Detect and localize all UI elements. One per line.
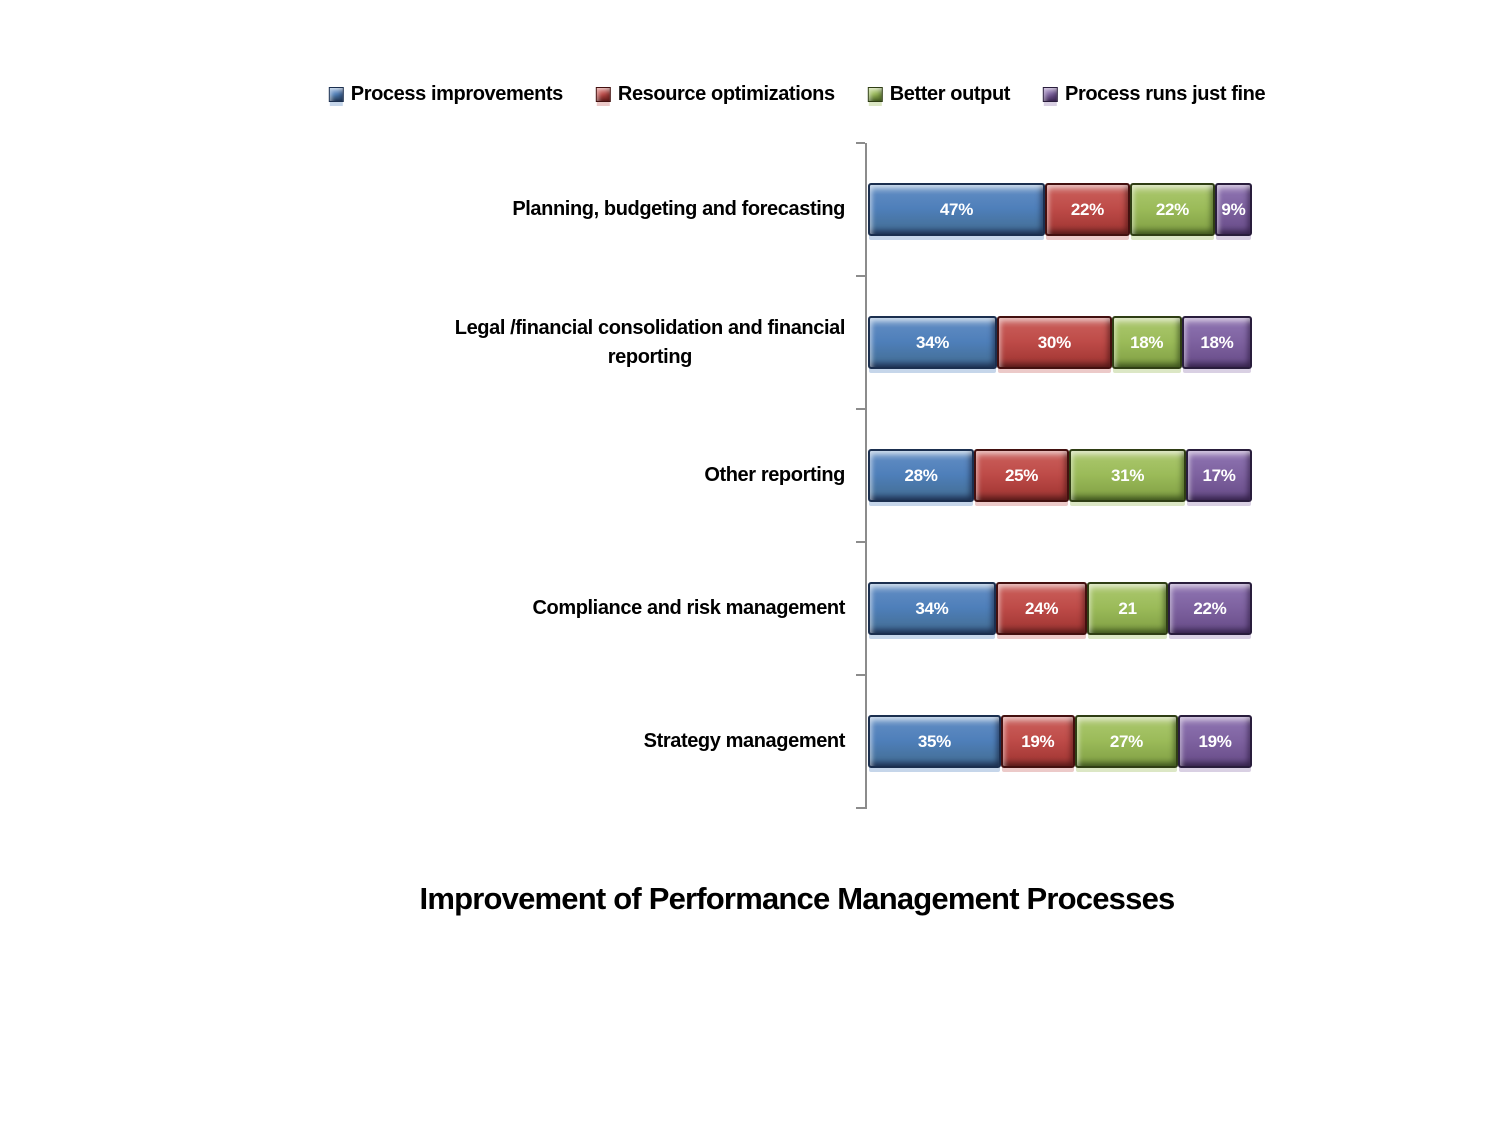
category-label-text: Compliance and risk management [532,597,845,619]
bar-segment-process-improvements: 34% [868,316,998,369]
axis-tick [856,275,865,277]
bar-segment-resource-optimizations: 19% [1000,715,1075,768]
bar-segment-process-runs-just-fine: 22% [1167,582,1252,635]
value-label: 18% [1130,332,1164,352]
value-label: 30% [1037,332,1071,352]
value-label: 47% [939,199,974,219]
value-label: 27% [1109,731,1143,751]
bar-segment-process-runs-just-fine: 19% [1178,715,1252,768]
bar-row: 34% 24% 21 22% [868,582,1252,635]
bar-segment-better-output: 21 [1087,582,1168,635]
value-label: 17% [1202,465,1236,485]
legend-label: Process runs just fine [1065,83,1266,105]
legend-item-process-runs-just-fine: Process runs just fine [1043,83,1266,106]
value-label: 34% [916,332,950,352]
legend-swatch-icon [328,87,344,102]
value-label: 31% [1111,465,1145,485]
bar-segment-process-improvements: 35% [868,715,1001,768]
category-label: Legal /financial consolidation and finan… [454,276,846,409]
value-label: 28% [904,465,938,485]
axis-tick [856,142,865,144]
category-label-text: Planning, budgeting and forecasting [512,198,845,220]
value-label: 22% [1155,199,1189,219]
legend: Process improvements Resource optimizatio… [328,83,1266,106]
value-label: 18% [1200,332,1234,352]
bar-segment-better-output: 18% [1111,316,1182,369]
legend-swatch-icon [595,87,611,102]
bar-row: 47% 22% 22% 9% [868,183,1252,236]
value-label: 34% [915,598,949,618]
bar-segment-better-output: 27% [1074,715,1179,768]
bar-segment-process-runs-just-fine: 9% [1214,183,1252,236]
bar-row: 28% 25% 31% 17% [868,449,1252,502]
bar-segment-better-output: 31% [1069,449,1187,502]
bar-segment-process-runs-just-fine: 18% [1181,316,1252,369]
value-label: 22% [1070,199,1104,219]
bar-segment-resource-optimizations: 30% [997,316,1112,369]
legend-item-process-improvements: Process improvements [328,83,564,106]
legend-item-resource-optimizations: Resource optimizations [595,83,835,106]
value-label: 19% [1198,731,1232,751]
value-label: 35% [917,731,951,751]
chart-title: Improvement of Performance Management Pr… [419,881,1176,916]
category-label: Other reporting [704,409,845,542]
axis-tick [856,408,865,410]
legend-swatch-icon [1043,87,1059,102]
bar-segment-resource-optimizations: 24% [995,582,1088,635]
value-label: 9% [1221,199,1246,219]
category-axis-line [865,143,867,809]
bar-row: 35% 19% 27% 19% [868,715,1252,768]
value-label: 19% [1021,731,1055,751]
category-label: Compliance and risk management [532,542,845,675]
value-label: 24% [1025,598,1059,618]
bar-segment-process-improvements: 47% [868,183,1045,236]
value-label: 22% [1193,598,1227,618]
legend-label: Resource optimizations [617,83,835,105]
category-label-text: Other reporting [704,464,845,486]
value-label: 21 [1118,598,1137,618]
bar-segment-process-improvements: 34% [868,582,996,635]
legend-label: Process improvements [350,83,564,105]
bar-segment-better-output: 22% [1129,183,1215,236]
category-label: Planning, budgeting and forecasting [512,143,845,276]
bar-segment-process-runs-just-fine: 17% [1186,449,1252,502]
axis-tick [856,541,865,543]
bar-segment-process-improvements: 28% [868,449,975,502]
axis-tick [856,807,865,809]
bar-segment-resource-optimizations: 25% [974,449,1070,502]
legend-label: Better output [889,83,1011,105]
axis-tick [856,674,865,676]
category-label-text: Strategy management [643,730,846,752]
value-label: 25% [1005,465,1039,485]
legend-swatch-icon [867,87,883,102]
category-label-text: Legal /financial consolidation and finan… [454,316,846,368]
category-label: Strategy management [643,675,846,808]
legend-item-better-output: Better output [867,83,1011,106]
bar-segment-resource-optimizations: 22% [1044,183,1130,236]
bar-row: 34% 30% 18% 18% [868,316,1252,369]
